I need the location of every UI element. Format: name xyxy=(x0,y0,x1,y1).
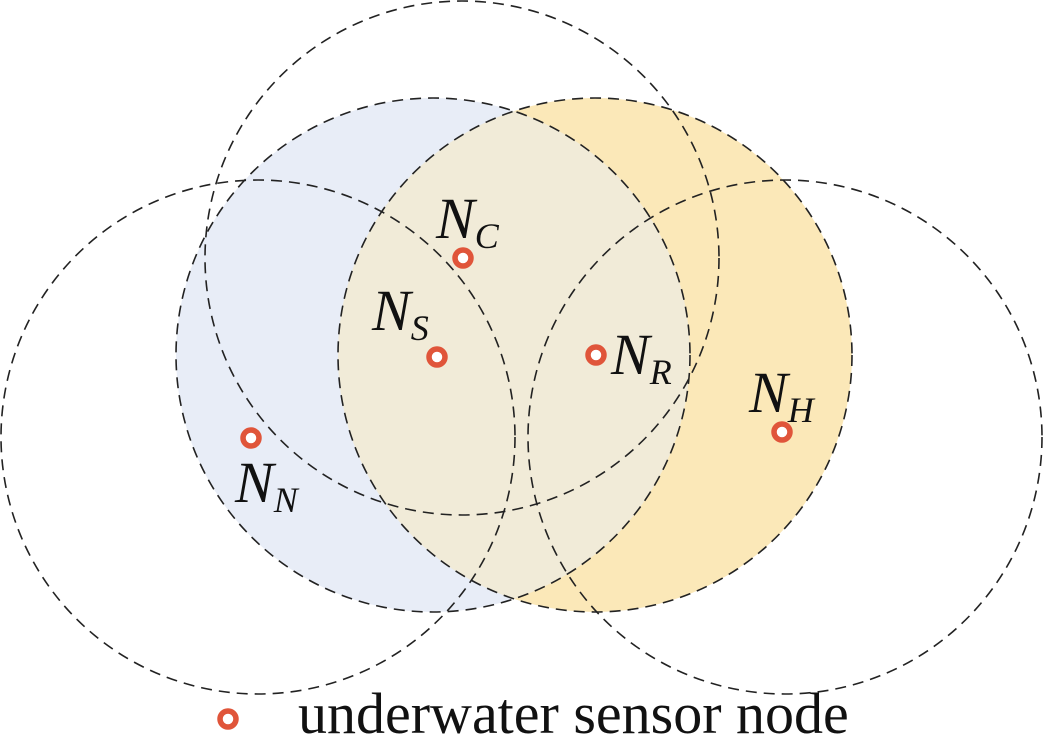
label-node-c: NC xyxy=(435,186,500,256)
sensor-node-r[interactable] xyxy=(585,344,607,366)
range-circle-n-s xyxy=(175,97,691,613)
legend-text: underwater sensor node xyxy=(298,681,849,744)
sensor-node-c[interactable] xyxy=(452,247,474,269)
range-circle-n-c xyxy=(204,0,720,516)
legend: underwater sensor node xyxy=(217,681,849,744)
range-circle-n-n xyxy=(0,179,516,695)
sensor-node-circle-icon xyxy=(217,708,239,730)
sensor-node-n[interactable] xyxy=(240,427,262,449)
label-node-r: NR xyxy=(610,322,672,392)
range-circle-n-h xyxy=(527,179,1043,695)
communication-ranges xyxy=(0,0,1043,695)
sensor-node-h[interactable] xyxy=(771,421,793,443)
label-node-n: NN xyxy=(234,450,300,520)
range-circle-n-r xyxy=(337,97,853,613)
sensor-nodes xyxy=(240,247,793,449)
sensor-node-s[interactable] xyxy=(426,346,448,368)
label-node-s: NS xyxy=(371,278,429,348)
label-node-h: NH xyxy=(748,360,816,430)
